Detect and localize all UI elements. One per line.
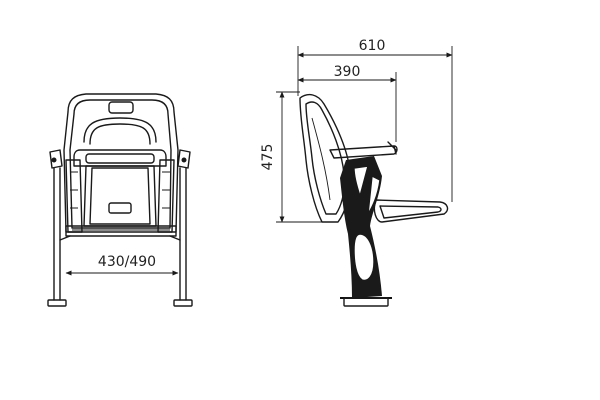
- side-view: 475 610 390: [260, 38, 453, 307]
- folded-depth-label: 390: [334, 64, 361, 80]
- height-dimension-label: 475: [260, 144, 276, 171]
- overall-depth-label: 610: [359, 38, 386, 54]
- front-view: 430/490: [47, 93, 193, 307]
- width-dimension-label: 430/490: [98, 254, 156, 270]
